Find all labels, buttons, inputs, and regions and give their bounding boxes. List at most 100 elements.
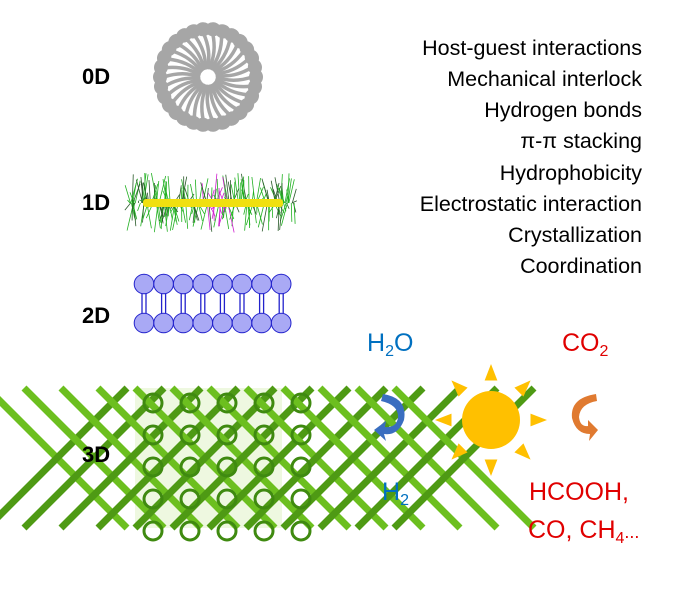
lattice-node <box>142 424 164 446</box>
fiber-strand <box>160 202 163 230</box>
lipid-tail <box>210 83 232 117</box>
fiber-strand <box>200 202 208 230</box>
interaction-item: Mechanical interlock <box>447 67 642 91</box>
lattice-node <box>290 456 312 478</box>
fiber-strand <box>287 178 292 204</box>
fiber-strand <box>127 199 131 204</box>
fiber-strand <box>181 176 188 204</box>
fiber-strand <box>240 176 245 204</box>
lipid-tail <box>167 57 202 76</box>
fiber-strand <box>153 202 159 233</box>
lipid-tail <box>207 32 216 70</box>
co2-products-line1: HCOOH, <box>529 478 629 506</box>
lipid-tail <box>192 83 207 119</box>
fiber-strand <box>134 180 141 204</box>
fiber-strand <box>213 173 218 204</box>
sun-ray <box>484 364 498 381</box>
lattice-node <box>253 424 275 446</box>
lipid-tail <box>201 32 211 70</box>
fiber-strand <box>142 202 145 223</box>
lipid-tail <box>215 66 252 78</box>
nanofiber-1d-illustration <box>124 172 298 233</box>
lattice-node <box>216 488 238 510</box>
sun-ray <box>484 459 498 476</box>
head <box>153 312 174 334</box>
fiber-strand <box>206 202 211 230</box>
fiber-strand <box>251 176 256 204</box>
co2-products-line2: CO, CH4... <box>528 516 640 547</box>
fiber-strand <box>144 173 146 204</box>
fiber-strand <box>261 178 270 204</box>
lipid-tail <box>192 34 208 70</box>
head <box>231 273 253 295</box>
lipid-tail <box>170 80 203 104</box>
fiber-strand <box>280 174 283 204</box>
fiber-strand <box>244 202 248 231</box>
framework-3d-illustration <box>0 385 537 542</box>
fiber-strand <box>143 174 149 204</box>
head <box>231 312 253 334</box>
lattice-node <box>290 488 312 510</box>
lipid-tail <box>176 81 204 111</box>
fiber-strand <box>213 202 220 228</box>
sun-icon <box>435 364 547 476</box>
lattice-node <box>179 424 201 446</box>
co2-label: CO2 <box>562 329 609 360</box>
fiber-strand <box>141 173 147 204</box>
curved-arrow-left-icon <box>374 394 405 441</box>
head <box>270 273 292 295</box>
interaction-item: Hydrogen bonds <box>484 98 642 122</box>
fiber-strand <box>237 173 241 204</box>
fiber-strand <box>155 202 161 229</box>
lipid-tail <box>177 42 205 72</box>
lipid-tail <box>211 82 239 112</box>
lipid-tail <box>164 65 202 77</box>
sun-ray <box>451 443 468 460</box>
lipid-tail <box>171 49 203 74</box>
label-2d: 2D <box>82 303 111 328</box>
sun-ray <box>435 413 452 427</box>
sun-disk <box>462 391 520 449</box>
lattice-node <box>179 488 201 510</box>
lipid-tail <box>163 72 201 79</box>
fiber-strand <box>135 179 143 204</box>
lipid-tail <box>164 76 201 88</box>
lattice-node <box>216 520 238 542</box>
lattice-strut <box>21 385 167 531</box>
fiber-strand <box>225 174 230 204</box>
interaction-item: π-π stacking <box>520 129 642 153</box>
fiber-strand <box>278 187 285 204</box>
fiber-strand <box>132 183 141 204</box>
lipid-head <box>247 59 262 75</box>
lipid-tail <box>208 84 224 120</box>
head <box>192 273 214 295</box>
lattice-node <box>290 520 312 542</box>
fiber-strand <box>291 188 297 204</box>
fiber-strand <box>222 175 229 204</box>
micelle-0d-illustration <box>153 22 263 132</box>
head <box>212 273 233 295</box>
sun-ray <box>514 380 531 397</box>
fiber-strand <box>293 202 296 224</box>
label-0d: 0D <box>82 64 111 89</box>
lipid-tail <box>205 84 215 122</box>
fiber-strand <box>290 202 293 222</box>
lattice-node <box>179 392 201 414</box>
lipid-tail <box>184 82 206 116</box>
lipid-tail <box>213 50 246 74</box>
lipid-tail <box>184 37 206 71</box>
label-3d: 3D <box>82 442 111 467</box>
fiber-strand <box>146 202 152 229</box>
fiber-core <box>143 199 283 207</box>
fiber-strand <box>202 178 209 204</box>
fiber-strand <box>132 183 137 204</box>
lipid-tail <box>210 38 232 72</box>
fiber-strand <box>216 178 219 204</box>
lattice-strut <box>95 385 241 531</box>
lipid-tail <box>166 78 201 97</box>
interaction-item: Host-guest interactions <box>422 36 642 60</box>
lattice-node <box>142 392 164 414</box>
lipid-tail <box>214 78 249 97</box>
lipid-tail <box>200 84 209 122</box>
